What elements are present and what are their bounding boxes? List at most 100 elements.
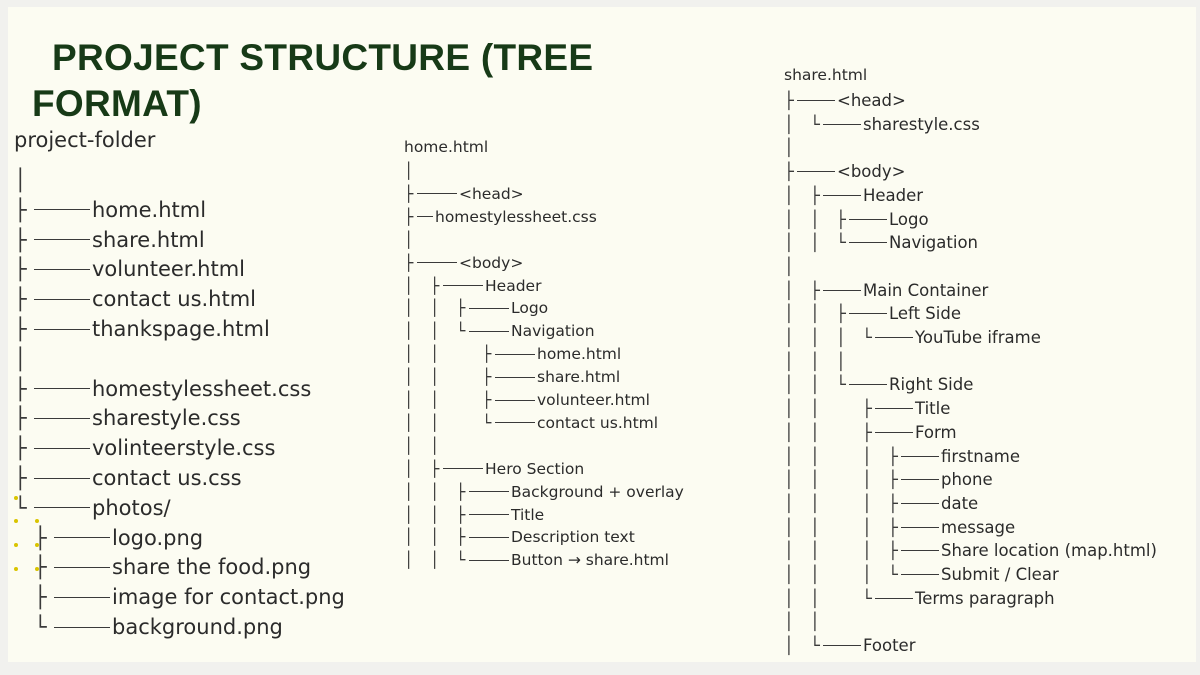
tree-branch-glyph: ├ xyxy=(784,162,794,182)
tree-branch-glyph: │ xyxy=(810,351,820,371)
tree-spacer: ││ xyxy=(784,612,823,631)
tree-connector-line xyxy=(823,645,861,647)
tree-node-label: Footer xyxy=(863,636,916,656)
tree-connector-line xyxy=(901,550,939,552)
tree-branch-glyph: ├ xyxy=(482,391,492,409)
tree-branch-glyph: │ xyxy=(404,551,414,570)
tree-connector-line xyxy=(797,171,835,173)
tree-connector-line xyxy=(443,468,483,470)
tree-connector-line xyxy=(54,537,110,539)
tree-node: ├contact us.html xyxy=(14,287,256,311)
tree-node-label: Description text xyxy=(511,528,635,547)
tree-connector-line xyxy=(849,313,887,315)
tree-branch-glyph: └ xyxy=(456,322,466,341)
tree-node: ││└Terms paragraph xyxy=(784,589,1055,608)
tree-branch-glyph: │ xyxy=(430,482,440,501)
tree-branch-glyph: │ xyxy=(404,276,414,295)
tree-branch-glyph: │ xyxy=(14,168,27,192)
tree-branch-glyph: │ xyxy=(862,517,872,537)
tree-branch-glyph: ├ xyxy=(456,482,466,501)
tree-branch-glyph: ├ xyxy=(14,466,27,490)
tree-branch-glyph: ├ xyxy=(14,376,27,401)
tree-branch-glyph: ├ xyxy=(862,422,872,442)
tree-connector-line xyxy=(469,514,509,515)
tree-branch-glyph: │ xyxy=(430,436,440,455)
tree-branch-glyph: ├ xyxy=(34,555,47,580)
tree-node: │││├Share location (map.html) xyxy=(784,541,1157,560)
tree-node: │├Hero Section xyxy=(404,460,584,478)
tree-branch-glyph: ├ xyxy=(34,585,47,610)
tree-spacer: │ xyxy=(404,162,417,180)
tree-node-label: Terms paragraph xyxy=(915,588,1055,608)
tree-branch-glyph: ├ xyxy=(456,528,466,547)
tree-node-label: share the food.png xyxy=(112,555,312,580)
tree-node-label: <head> xyxy=(837,91,906,110)
tree-branch-glyph: ├ xyxy=(482,345,492,364)
tree-branch-glyph: ├ xyxy=(888,446,898,466)
tree-node-label: Form xyxy=(915,422,957,442)
tree-branch-glyph: ├ xyxy=(404,207,414,226)
tree-node: ││├Background + overlay xyxy=(404,483,684,501)
tree-node-label: volinteerstyle.css xyxy=(92,436,276,461)
tree-branch-glyph: │ xyxy=(404,459,414,478)
tree-branch-glyph: │ xyxy=(784,588,794,608)
tree-node-label: Navigation xyxy=(889,233,978,253)
tree-branch-glyph: │ xyxy=(836,351,846,371)
tree-branch-glyph: │ xyxy=(784,280,794,300)
tree-node-label: message xyxy=(941,517,1016,537)
tree-connector-line xyxy=(34,268,90,270)
tree-node: │└sharestyle.css xyxy=(784,115,980,134)
tree-branch-glyph: ├ xyxy=(888,493,898,513)
tree-branch-glyph: ├ xyxy=(404,253,414,272)
tree-branch-glyph: └ xyxy=(810,636,820,656)
tree-branch-glyph: │ xyxy=(810,517,820,537)
tree-node: ││├share.html xyxy=(404,368,620,386)
tree-node-label: volunteer.html xyxy=(537,391,650,409)
tree-connector-line xyxy=(823,123,861,125)
tree-node-label: phone xyxy=(941,470,993,490)
tree-node: │││└Submit / Clear xyxy=(784,565,1059,584)
tree-node: │ └ Footer xyxy=(784,636,916,655)
tree-node-label: Button → share.html xyxy=(511,551,669,570)
tree-branch-glyph: └ xyxy=(836,375,846,395)
tree-connector-line xyxy=(875,431,913,433)
tree-node: ││└contact us.html xyxy=(404,414,658,432)
tree-branch-glyph: │ xyxy=(862,493,872,513)
tree-connector-line xyxy=(34,298,90,300)
tree-branch-glyph: │ xyxy=(404,345,414,364)
tree-branch-glyph: ├ xyxy=(836,209,846,229)
tree-branch-glyph: │ xyxy=(810,422,820,442)
tree-node: ││├Title xyxy=(404,506,544,524)
tree-connector-line xyxy=(34,209,90,211)
tree-connector-line xyxy=(849,384,887,386)
tree-node: │││├message xyxy=(784,518,1015,537)
tree-node: ├<body> xyxy=(404,254,523,272)
tree-branch-glyph: ├ xyxy=(482,368,492,387)
tree-node-label: Background + overlay xyxy=(511,482,684,501)
tree-node-label: sharestyle.css xyxy=(92,406,241,431)
tree-connector-line xyxy=(901,479,939,481)
tree-connector-line xyxy=(469,330,509,332)
tree-node-label: YouTube iframe xyxy=(915,328,1041,347)
tree-branch-glyph: ├ xyxy=(888,470,898,490)
tree-connector-line xyxy=(849,242,887,244)
tree-branch-glyph: ├ xyxy=(14,317,27,341)
tree-branch-glyph: │ xyxy=(784,470,794,490)
tree-branch-glyph: │ xyxy=(810,612,820,632)
tree-branch-glyph: ├ xyxy=(14,287,27,312)
tree-branch-glyph: │ xyxy=(784,636,794,656)
tree-branch-glyph: ├ xyxy=(888,517,898,537)
tree-node: ││└Right Side xyxy=(784,375,973,394)
tree-connector-line xyxy=(54,626,110,628)
tree-root-label: project-folder xyxy=(14,128,156,152)
tree-connector-line xyxy=(797,100,835,101)
tree-connector-line xyxy=(495,353,535,355)
tree-branch-glyph: │ xyxy=(784,565,794,584)
tree-branch-glyph: │ xyxy=(810,304,820,324)
tree-branch-glyph: │ xyxy=(404,230,414,249)
tree-branch-glyph: │ xyxy=(810,541,820,561)
dot-decoration xyxy=(14,496,18,500)
tree-branch-glyph: ├ xyxy=(888,541,898,561)
tree-node-label: Main Container xyxy=(863,280,989,300)
tree-branch-glyph: ├ xyxy=(836,304,846,324)
